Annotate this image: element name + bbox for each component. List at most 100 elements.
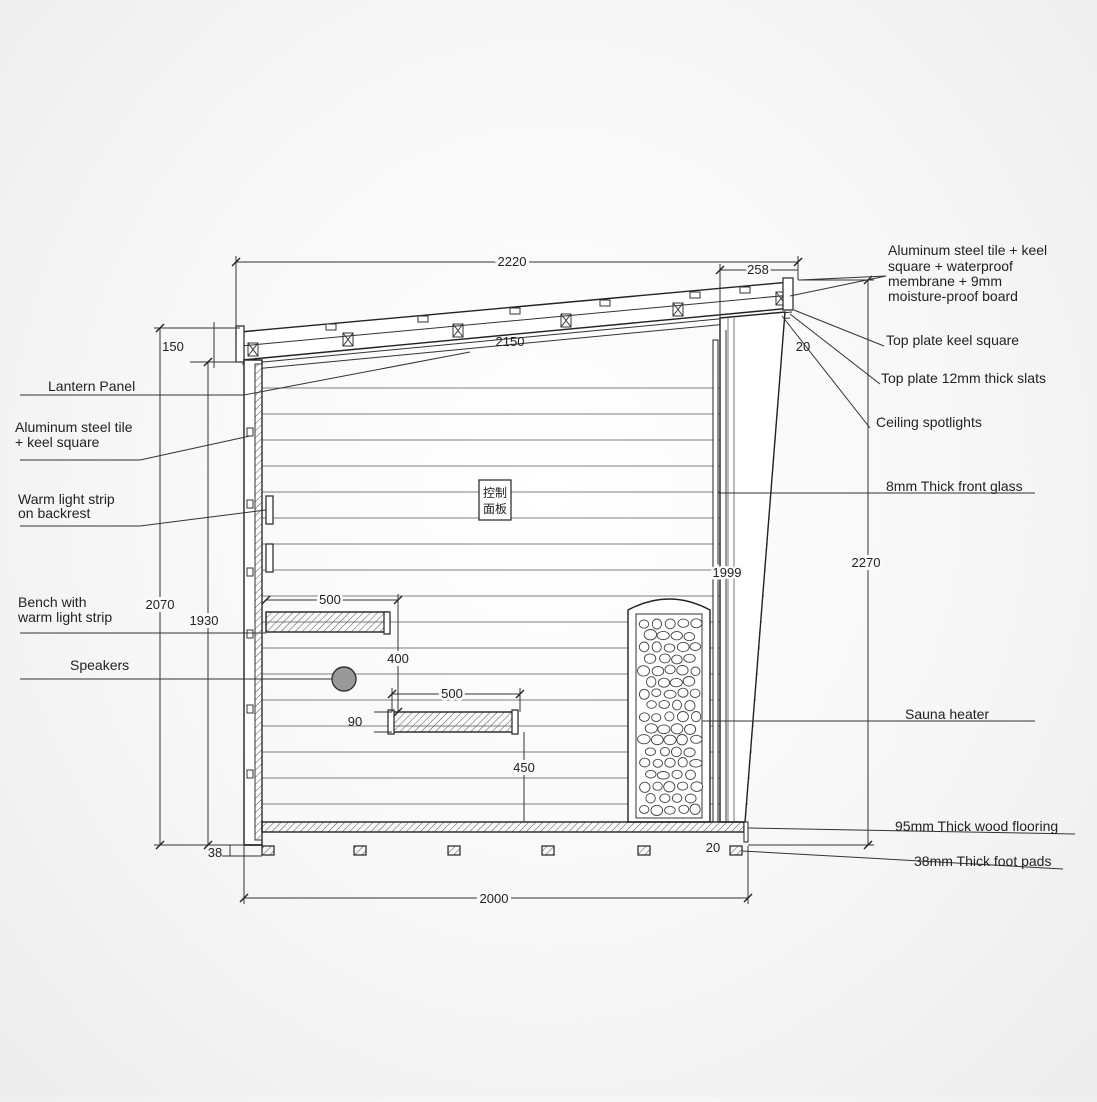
heater-stone [637, 734, 651, 745]
heater-stone [652, 781, 663, 791]
label-ceiling-spotlights: Ceiling spotlights [876, 414, 982, 430]
heater-stone [651, 688, 662, 697]
heater-stone [663, 689, 677, 699]
foot-pads [261, 845, 743, 856]
label-front-glass: 8mm Thick front glass [886, 478, 1023, 494]
heater-stone [659, 653, 671, 664]
label-backrest-2: on backrest [18, 505, 90, 521]
heater-stone [689, 688, 701, 698]
heater-stone [638, 712, 650, 722]
label-sauna-heater: Sauna heater [905, 706, 989, 722]
heater-stone [638, 688, 650, 700]
label-wood-flooring: 95mm Thick wood flooring [895, 818, 1058, 834]
heater-stone [638, 641, 650, 653]
dim-roof-overhang: 258 [747, 262, 769, 277]
heater-stone [684, 700, 696, 712]
heater-stone [676, 711, 689, 723]
dim-floor-gap: 20 [706, 840, 720, 855]
heater-stone [682, 676, 696, 687]
heater-stone [664, 711, 675, 722]
heater-stone [677, 757, 688, 768]
heater-stone [663, 781, 676, 793]
heater-stone [657, 677, 670, 688]
heater-stone [663, 734, 677, 746]
heater-stone [637, 665, 650, 677]
label-wall-tile-2: + keel square [15, 434, 100, 450]
heater-stone [650, 734, 664, 746]
label-lantern-panel: Lantern Panel [48, 378, 135, 394]
heater-stone [690, 666, 701, 677]
heater-stone [672, 699, 682, 711]
heater-stone [690, 734, 703, 744]
heater-stone [639, 804, 650, 814]
heater-stone [671, 769, 683, 779]
heater-stone [659, 793, 671, 803]
heater-stone [677, 618, 690, 628]
heater-stone [659, 746, 670, 757]
heater-stone [646, 676, 657, 688]
heater-stone [639, 781, 651, 793]
sauna-heater [627, 598, 711, 823]
dim-foot-pad: 38 [208, 845, 222, 860]
heater-stone [678, 804, 690, 814]
heater-stone [683, 632, 696, 642]
heater-stone [644, 723, 658, 734]
heater-stone [689, 803, 701, 815]
label-foot-pads: 38mm Thick foot pads [914, 853, 1051, 869]
heater-stone [670, 723, 684, 735]
heater-stone [643, 653, 657, 664]
floor [261, 821, 749, 843]
label-roof-tile-2: square + waterproof [888, 258, 1013, 274]
control-panel: 控制 面板 [478, 479, 512, 521]
heater-stone [676, 734, 688, 746]
heater-stone [664, 805, 676, 815]
heater-stone [690, 711, 702, 723]
leader-lines [20, 275, 1076, 870]
heater-stone [650, 804, 664, 816]
heater-stone [657, 724, 671, 735]
heater-stone [638, 619, 650, 629]
heater-stone [656, 771, 670, 780]
heater-stone [671, 654, 683, 665]
dim-lower-bench-height: 450 [513, 760, 535, 775]
glass-rod [712, 339, 719, 823]
dim-lower-bench-width: 500 [441, 686, 463, 701]
dim-gap: 20 [796, 339, 810, 354]
heater-stone [664, 618, 676, 630]
heater-stone [671, 793, 683, 803]
left-wall [243, 359, 263, 846]
roof [235, 277, 794, 371]
heater-stone [690, 618, 703, 629]
dim-left-height: 2070 [146, 597, 175, 612]
label-bench-1: Bench with [18, 594, 86, 610]
label-backrest-1: Warm light strip [18, 491, 115, 507]
dim-right-height: 2270 [852, 555, 881, 570]
control-panel-label-2: 面板 [483, 502, 507, 516]
label-roof-tile-4: moisture-proof board [888, 288, 1018, 304]
callout-labels: Aluminum steel tile + keel square + wate… [15, 242, 1058, 869]
label-roof-tile-3: membrane + 9mm [888, 273, 1002, 289]
heater-stone [676, 641, 690, 653]
heater-stone [683, 653, 696, 663]
heater-stone [651, 665, 665, 677]
heater-stone [677, 781, 689, 791]
dimension-lines [154, 256, 874, 904]
label-top-plate-keel: Top plate keel square [886, 332, 1019, 348]
heater-stone [645, 769, 657, 779]
dim-roof-thickness: 150 [162, 339, 184, 354]
heater-stone [669, 677, 683, 688]
control-panel-label-1: 控制 [483, 486, 507, 500]
label-speakers: Speakers [70, 657, 129, 673]
heater-stone [689, 758, 703, 768]
heater-stone [663, 643, 676, 653]
backrest-light-strip [265, 495, 274, 573]
label-wall-tile-1: Aluminum steel tile [15, 419, 133, 435]
lower-bench [387, 709, 519, 735]
heater-stone [645, 792, 656, 804]
upper-bench [265, 611, 391, 635]
dim-inner-height: 1930 [190, 613, 219, 628]
dim-bench-depth: 90 [348, 714, 362, 729]
dim-glass-height: 1999 [713, 565, 742, 580]
heater-stone [658, 699, 670, 709]
heater-stone [689, 642, 702, 651]
